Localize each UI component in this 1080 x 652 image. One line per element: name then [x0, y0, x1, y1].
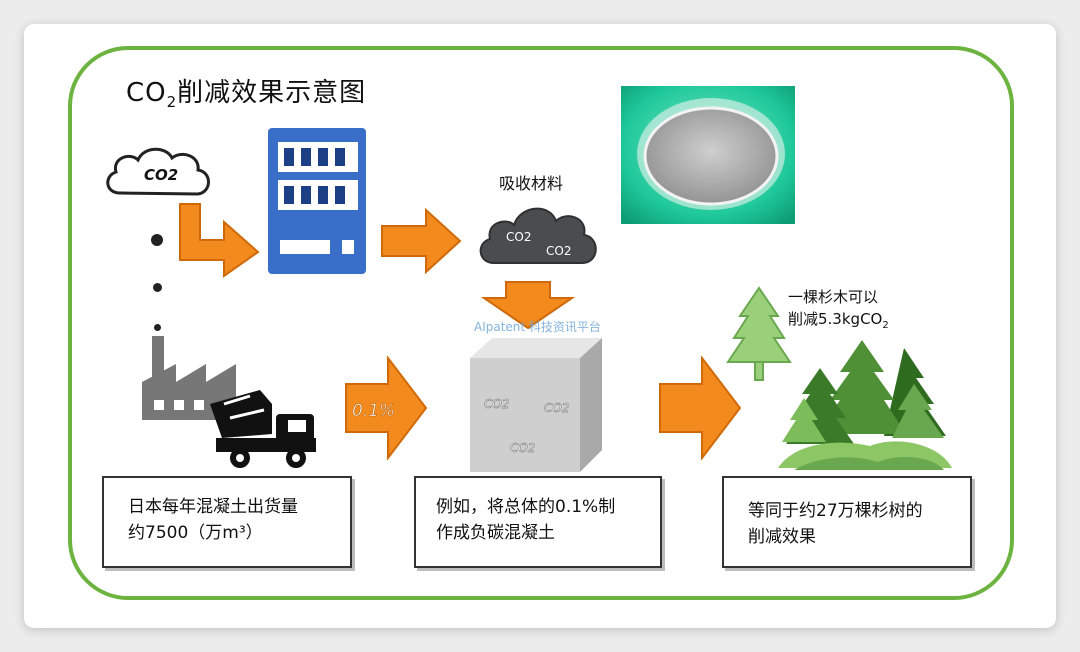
- material-photo: [621, 86, 795, 224]
- absorb-cloud-icon: CO2 CO2: [479, 207, 597, 264]
- co2-cloud-label: CO2: [144, 166, 178, 184]
- box-effect-line2: 削减效果: [748, 527, 816, 547]
- info-box-conversion: 例如，将总体的0.1%制 作成负碳混凝土: [414, 476, 662, 568]
- factory-truck-icon: [142, 336, 316, 468]
- arrow-percent-icon: 0.1%: [345, 356, 428, 460]
- cube-label-3: CO2: [510, 441, 535, 455]
- info-box-effect: 等同于约27万棵杉树的 削减效果: [722, 476, 972, 568]
- single-tree-icon: [726, 286, 792, 381]
- arrow-right-1-icon: [381, 207, 462, 275]
- dot-3: [154, 324, 161, 331]
- watermark-text: AIpatent 科技资讯平台: [474, 320, 601, 334]
- box-effect-line1: 等同于约27万棵杉树的: [748, 501, 923, 521]
- box-shipment-line2: 约7500（万m³）: [128, 523, 263, 543]
- forest-icon: [778, 340, 952, 470]
- arrow-percent-label: 0.1%: [352, 401, 395, 421]
- box-conversion-line2: 作成负碳混凝土: [436, 523, 555, 543]
- diagram-title: CO2削减效果示意图: [126, 78, 367, 112]
- bent-arrow-icon: [179, 203, 260, 278]
- concrete-cube-icon: CO2 CO2 CO2: [470, 338, 602, 472]
- absorb-label: 吸收材料: [498, 174, 563, 193]
- box-shipment-line1: 日本每年混凝土出货量: [128, 497, 298, 517]
- arrow-right-2-icon: [659, 356, 742, 460]
- dot-2: [153, 283, 162, 292]
- co2-cloud-icon: CO2: [106, 147, 210, 196]
- info-box-shipment: 日本每年混凝土出货量 约7500（万m³）: [102, 476, 352, 568]
- tree-note: 一棵杉木可以 削减5.3kgCO2: [788, 286, 918, 337]
- dot-1: [151, 234, 163, 246]
- machine-icon: [268, 128, 366, 274]
- arrow-down-icon: [480, 281, 576, 330]
- absorb-cloud-label-2: CO2: [546, 244, 571, 258]
- tree-note-line2: 削减5.3kgCO2: [788, 310, 889, 331]
- cube-label-1: CO2: [484, 397, 509, 411]
- cube-label-2: CO2: [544, 401, 569, 415]
- absorb-cloud-label-1: CO2: [506, 230, 531, 244]
- tree-note-line1: 一棵杉木可以: [788, 288, 879, 306]
- box-conversion-line1: 例如，将总体的0.1%制: [436, 497, 616, 517]
